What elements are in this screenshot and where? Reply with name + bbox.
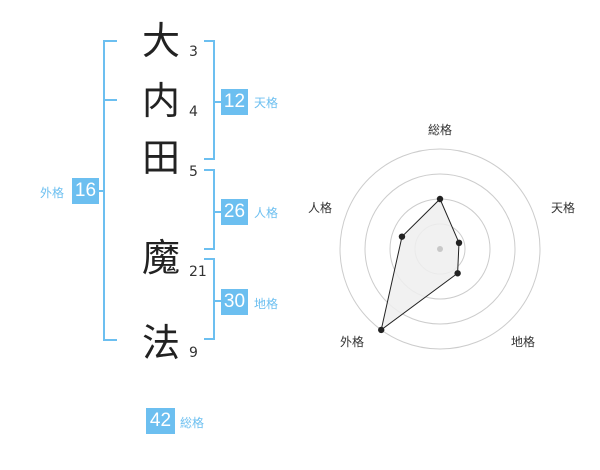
radar-point-1: [436, 195, 444, 203]
name-char-4: 魔: [141, 236, 180, 280]
radar-axis-label-soukaku: 総格: [428, 123, 453, 137]
radar-axis-label-chikaku: 地格: [511, 335, 536, 349]
stroke-count-1: 3: [189, 44, 198, 60]
soukaku-badge: 42: [146, 408, 175, 434]
radar-polygon: [380, 198, 460, 332]
stroke-count-4: 21: [189, 264, 207, 280]
name-char-1: 大: [141, 19, 180, 63]
radar-axis-label-jinkaku: 人格: [308, 201, 333, 215]
name-char-5: 法: [141, 321, 180, 365]
radar-axis-label-tenkaku: 天格: [551, 201, 576, 215]
name-char-2: 内: [141, 79, 180, 123]
radar-ring-3: [364, 173, 516, 325]
tenkaku-badge: 12: [221, 89, 248, 115]
stroke-count-2: 4: [189, 104, 198, 120]
radar-axis-label-gaikaku: 外格: [340, 335, 365, 349]
chikaku-bracket: [204, 258, 215, 340]
tenkaku-bracket: [204, 40, 215, 160]
stroke-count-5: 9: [189, 345, 198, 361]
tenkaku-label: 天格: [254, 96, 279, 110]
gaikaku-label: 外格: [40, 186, 65, 200]
radar-center-dot: [437, 246, 443, 252]
radar-ring-4: [339, 148, 541, 350]
jinkaku-label: 人格: [254, 206, 279, 220]
name-char-3: 田: [141, 136, 180, 180]
gaikaku-badge: 16: [72, 178, 99, 204]
chikaku-label: 地格: [254, 297, 279, 311]
radar-point-4: [378, 326, 385, 334]
chikaku-badge: 30: [221, 289, 248, 315]
jinkaku-bracket: [204, 169, 215, 250]
soukaku-label: 総格: [180, 416, 205, 430]
radar-point-2: [455, 239, 463, 247]
jinkaku-badge: 26: [221, 199, 248, 225]
radar-point-3: [454, 270, 461, 277]
stroke-count-3: 5: [189, 164, 198, 180]
radar-point-5: [398, 233, 406, 240]
